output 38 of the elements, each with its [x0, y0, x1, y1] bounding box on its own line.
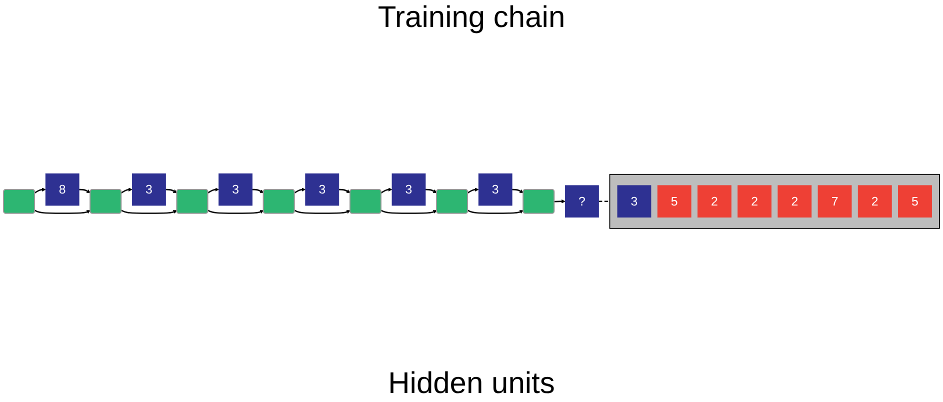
- arrow: [380, 188, 392, 194]
- node-box: 2: [697, 185, 732, 218]
- chain-label: Training chain: [378, 0, 566, 36]
- arrow: [294, 188, 306, 194]
- node-box: 7: [818, 185, 852, 218]
- arrow: [252, 188, 264, 194]
- node-box: 5: [657, 185, 692, 218]
- arrow: [467, 188, 479, 194]
- node-box: 5: [898, 185, 932, 218]
- node-box: 2: [738, 185, 772, 218]
- node-box: 3: [218, 173, 252, 206]
- units-label: Hidden units: [388, 366, 555, 402]
- node-box: 8: [45, 173, 80, 206]
- node-box: 3: [478, 173, 512, 206]
- arrow: [208, 188, 219, 194]
- arrow: [512, 188, 524, 194]
- arrow: [121, 210, 178, 214]
- arrow: [294, 210, 350, 214]
- arrow: [34, 210, 91, 214]
- arrow: [467, 210, 524, 214]
- node-box: ?: [564, 185, 599, 218]
- arrow: [79, 188, 91, 194]
- arrow: [121, 188, 132, 194]
- arrow: [554, 199, 566, 204]
- node-box: 3: [617, 185, 652, 218]
- arrow: [425, 188, 437, 194]
- arrow: [380, 210, 437, 214]
- node-box: 3: [132, 173, 166, 206]
- connector: [598, 200, 610, 202]
- arrow: [338, 188, 350, 194]
- node-box: 2: [778, 185, 812, 218]
- node-box: 2: [858, 185, 892, 218]
- arrow: [34, 188, 46, 194]
- node-box: 3: [392, 173, 426, 206]
- arrow: [208, 210, 264, 214]
- arrow: [166, 188, 178, 194]
- cluster: [609, 174, 940, 229]
- node-box: 3: [305, 173, 340, 206]
